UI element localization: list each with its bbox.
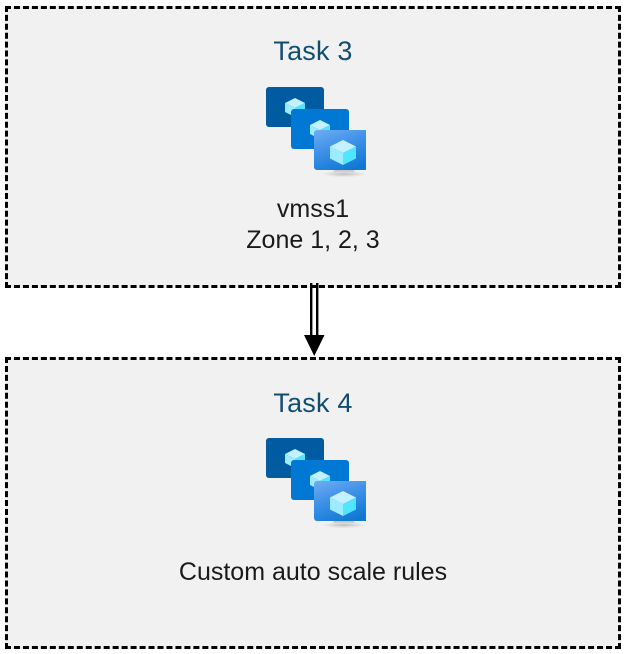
task-box-caption: vmss1 Zone 1, 2, 3 <box>246 194 379 256</box>
caption-line: Zone 1, 2, 3 <box>246 226 380 254</box>
task-box-caption: Custom auto scale rules <box>179 557 447 588</box>
caption-line: Custom auto scale rules <box>178 558 448 586</box>
down-arrow-connector <box>296 283 332 359</box>
task-box-title: Task 4 <box>273 388 353 418</box>
vm-scale-set-icon <box>260 433 366 528</box>
vm-scale-set-icon <box>260 82 366 177</box>
caption-line: vmss1 <box>276 195 350 223</box>
task-box-title: Task 3 <box>273 36 353 66</box>
task-box-task-4[interactable]: Task 4 <box>5 357 621 649</box>
task-box-task-3[interactable]: Task 3 <box>5 6 621 288</box>
